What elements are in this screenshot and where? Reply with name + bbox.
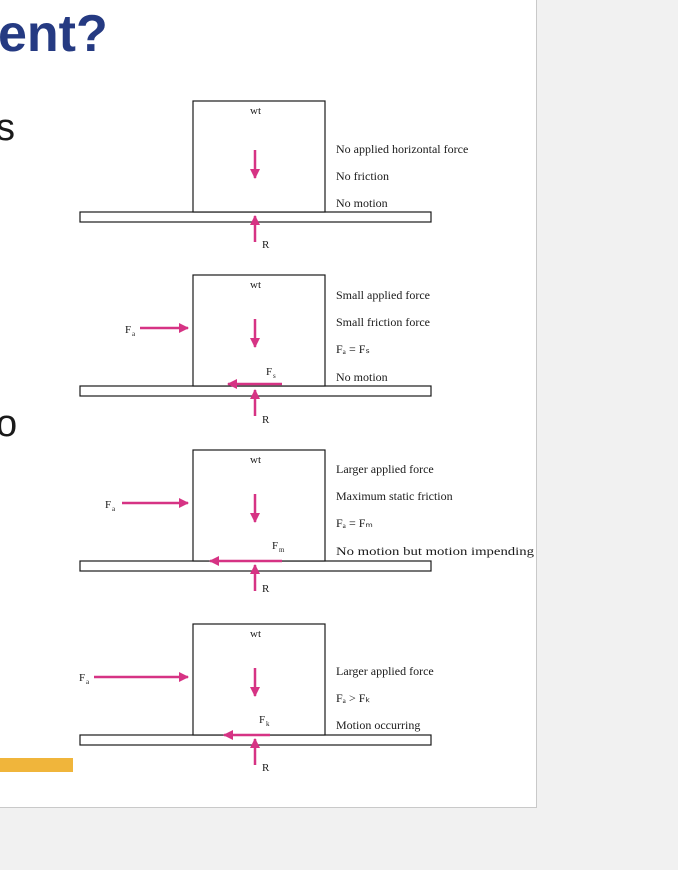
applied-force-subscript: a xyxy=(112,505,116,513)
panel-note: No motion but motion impending xyxy=(336,544,534,558)
diagram-panel-no-force: wt R No applied horizontal force No fric… xyxy=(79,100,468,251)
panel-note: Small applied force xyxy=(336,288,430,302)
diagram-panel-impending-motion: wt F a F m R Larger applied force Maximu… xyxy=(79,449,534,595)
panel-note: Larger applied force xyxy=(336,462,434,476)
applied-force-label: F xyxy=(125,324,131,336)
body-text-fragment: s xyxy=(0,108,15,148)
weight-label: wt xyxy=(250,279,261,291)
friction-label: F xyxy=(266,366,272,378)
diagram-panel-small-force: wt F a F s R Small applied force Small f… xyxy=(79,274,432,426)
reaction-label: R xyxy=(262,414,270,426)
applied-force-subscript: a xyxy=(132,330,136,338)
friction-subscript: m xyxy=(279,546,285,554)
weight-label: wt xyxy=(250,628,261,640)
reaction-label: R xyxy=(262,239,270,251)
panel-note: Maximum static friction xyxy=(336,489,453,503)
panel-note: No motion xyxy=(336,370,388,384)
slide-title: ent? xyxy=(0,5,108,63)
body-text-fragment: o xyxy=(0,404,17,444)
diagram-panel-motion: wt F a F k R Larger applied force Fₐ > F… xyxy=(79,623,434,774)
panel-note: Fₐ = Fₛ xyxy=(336,342,370,356)
weight-label: wt xyxy=(250,454,261,466)
panel-note: No friction xyxy=(336,169,389,183)
weight-label: wt xyxy=(250,105,261,117)
panel-note: No motion xyxy=(336,196,388,210)
panel-note: Fₐ = Fₘ xyxy=(336,516,373,530)
friction-diagram: wt R No applied horizontal force No fric… xyxy=(79,100,534,774)
reaction-label: R xyxy=(262,762,270,774)
block xyxy=(192,449,326,562)
block xyxy=(192,274,326,387)
panel-note: Larger applied force xyxy=(336,664,434,678)
applied-force-label: F xyxy=(105,499,111,511)
slide: ent? s o wt R No applied horizontal forc… xyxy=(0,0,537,808)
applied-force-subscript: a xyxy=(86,678,90,686)
friction-label: F xyxy=(272,540,278,552)
panel-note: Small friction force xyxy=(336,315,430,329)
panel-note: Motion occurring xyxy=(336,718,420,732)
accent-bar xyxy=(0,758,73,772)
friction-subscript: k xyxy=(266,720,270,728)
panel-note: Fₐ > Fₖ xyxy=(336,691,371,705)
block xyxy=(192,100,326,213)
friction-subscript: s xyxy=(273,372,276,380)
reaction-label: R xyxy=(262,583,270,595)
applied-force-label: F xyxy=(79,672,85,684)
panel-note: No applied horizontal force xyxy=(336,142,468,156)
friction-label: F xyxy=(259,714,265,726)
block xyxy=(192,623,326,736)
